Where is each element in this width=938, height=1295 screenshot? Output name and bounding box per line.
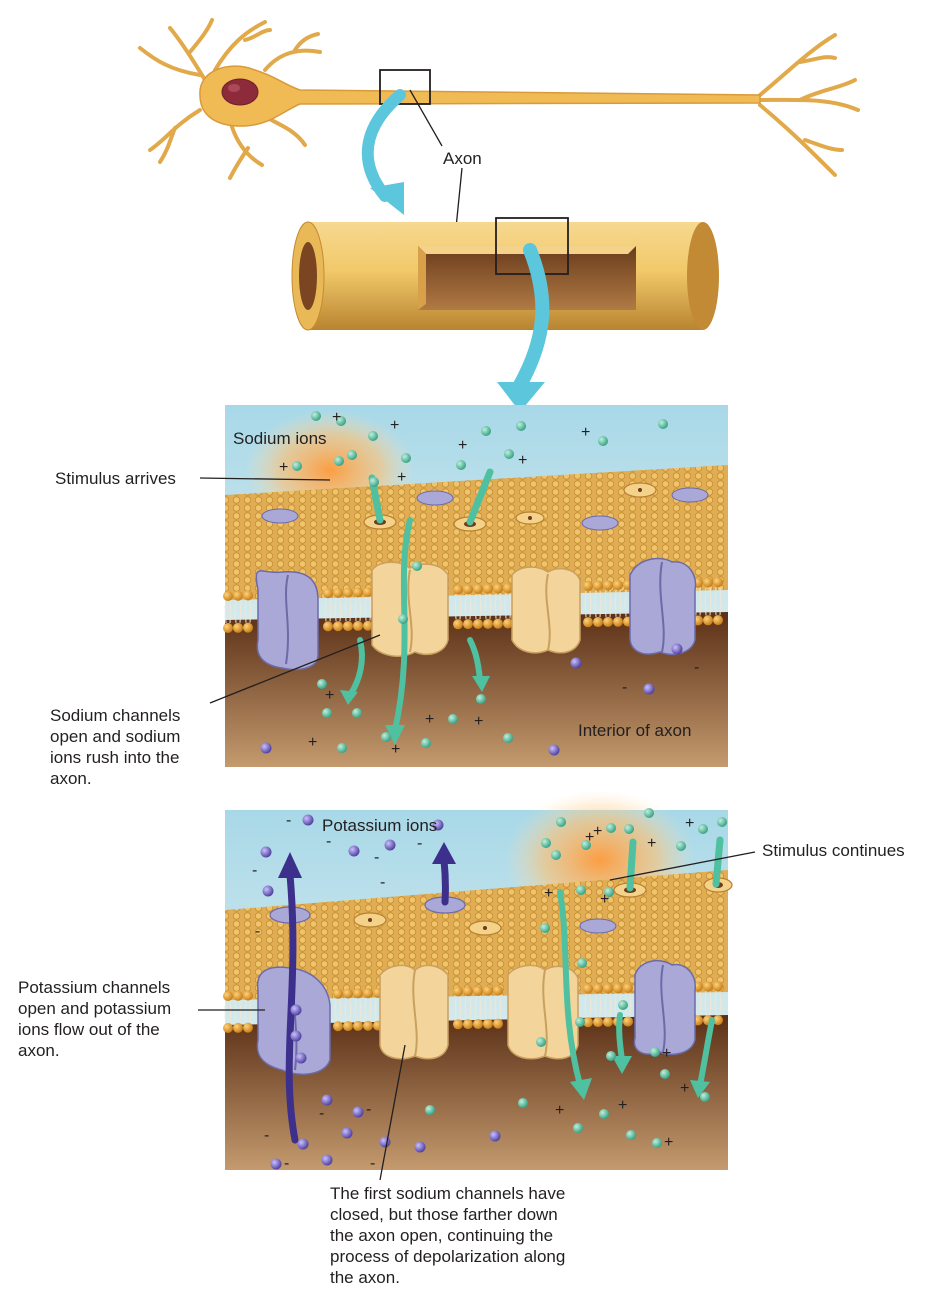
- sodium-channel-icon: [380, 965, 448, 1058]
- svg-text:+: +: [555, 1102, 564, 1119]
- axon-label: Axon: [443, 148, 482, 169]
- svg-text:+: +: [685, 815, 694, 832]
- svg-text:+: +: [279, 459, 288, 476]
- potassium-channels-open-label: Potassium channels open and potassium io…: [18, 977, 171, 1061]
- svg-text:-: -: [380, 874, 385, 891]
- stimulus-arrives-label: Stimulus arrives: [55, 468, 176, 489]
- svg-text:-: -: [366, 1101, 371, 1118]
- svg-text:-: -: [255, 923, 260, 940]
- first-channels-closed-label: The first sodium channels have closed, b…: [330, 1183, 565, 1288]
- svg-text:+: +: [390, 417, 399, 434]
- potassium-channel-icon: [634, 961, 695, 1055]
- axon-cylinder-icon: [292, 218, 719, 330]
- svg-text:+: +: [397, 469, 406, 486]
- svg-text:+: +: [618, 1097, 627, 1114]
- svg-text:+: +: [425, 711, 434, 728]
- svg-text:+: +: [474, 713, 483, 730]
- sodium-ions-label: Sodium ions: [233, 428, 327, 449]
- svg-text:+: +: [308, 734, 317, 751]
- svg-text:-: -: [374, 849, 379, 866]
- svg-text:-: -: [252, 862, 257, 879]
- svg-text:+: +: [664, 1134, 673, 1151]
- svg-text:+: +: [593, 823, 602, 840]
- interior-of-axon-label: Interior of axon: [578, 720, 691, 741]
- svg-text:+: +: [647, 835, 656, 852]
- svg-text:-: -: [370, 1155, 375, 1172]
- svg-text:+: +: [680, 1080, 689, 1097]
- potassium-channel-icon: [630, 558, 696, 654]
- svg-text:+: +: [544, 885, 553, 902]
- potassium-ions-label: Potassium ions: [322, 815, 437, 836]
- svg-text:+: +: [332, 409, 341, 426]
- svg-text:-: -: [264, 1127, 269, 1144]
- svg-text:+: +: [325, 687, 334, 704]
- svg-text:+: +: [518, 452, 527, 469]
- svg-text:-: -: [622, 679, 627, 696]
- svg-text:-: -: [319, 1105, 324, 1122]
- potassium-channel-icon: [256, 571, 318, 670]
- sodium-channel-icon: [512, 567, 580, 653]
- svg-text:-: -: [694, 659, 699, 676]
- svg-text:+: +: [458, 437, 467, 454]
- svg-text:+: +: [581, 424, 590, 441]
- svg-text:-: -: [284, 1155, 289, 1172]
- svg-text:+: +: [391, 741, 400, 758]
- stimulus-continues-label: Stimulus continues: [762, 840, 905, 861]
- svg-text:-: -: [417, 835, 422, 852]
- sodium-channel-icon: [372, 562, 448, 656]
- svg-text:-: -: [286, 812, 291, 829]
- svg-text:+: +: [662, 1045, 671, 1062]
- sodium-channels-open-label: Sodium channels open and sodium ions rus…: [50, 705, 180, 789]
- neuron-icon: [140, 20, 858, 178]
- svg-text:+: +: [600, 891, 609, 908]
